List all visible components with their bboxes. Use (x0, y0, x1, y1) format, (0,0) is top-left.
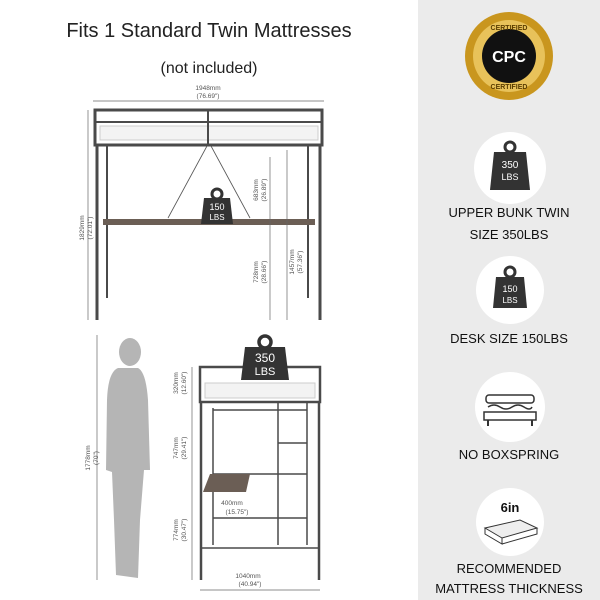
mattress-icon: 6in (476, 488, 544, 556)
svg-text:LBS: LBS (502, 296, 517, 305)
svg-text:(30.47"): (30.47") (181, 519, 188, 542)
weight-150-icon: 150 LBS (476, 256, 544, 324)
person-silhouette (106, 338, 150, 578)
svg-text:CERTIFIED: CERTIFIED (491, 25, 528, 32)
svg-text:1040mm: 1040mm (235, 573, 260, 580)
svg-text:(57.36"): (57.36") (297, 251, 304, 274)
bunk-weight-icon: 350 LBS (241, 334, 289, 380)
svg-text:(15.75"): (15.75") (226, 509, 249, 516)
svg-text:LBS: LBS (255, 366, 276, 378)
svg-text:683mm: 683mm (253, 179, 260, 201)
feature-line: RECOMMENDED (456, 561, 562, 576)
svg-text:(70"): (70") (93, 451, 100, 465)
boxspring-icon (475, 372, 545, 442)
svg-text:1778mm: 1778mm (85, 445, 92, 470)
svg-text:(28.66"): (28.66") (261, 261, 268, 284)
svg-text:320mm: 320mm (173, 372, 180, 394)
svg-text:CERTIFIED: CERTIFIED (491, 84, 528, 91)
svg-text:LBS: LBS (209, 213, 224, 222)
svg-text:(40.94"): (40.94") (239, 581, 262, 588)
svg-text:400mm: 400mm (221, 500, 243, 507)
feature-mattress: RECOMMENDED MATTRESS THICKNESS (418, 560, 600, 597)
svg-text:350: 350 (255, 351, 275, 365)
weight-350-icon: 350 LBS (474, 132, 546, 204)
svg-text:150: 150 (502, 284, 517, 294)
page-subtitle: (not included) (160, 60, 258, 77)
svg-text:1829mm: 1829mm (79, 215, 86, 240)
feature-upper-bunk: UPPER BUNK TWIN SIZE 350LBS (418, 204, 600, 243)
svg-text:(76.69"): (76.69") (197, 93, 220, 100)
cpc-certified-badge: CPC CERTIFIED CERTIFIED (465, 12, 553, 100)
svg-text:1948mm: 1948mm (195, 85, 220, 92)
desk-weight-icon: 150 LBS (201, 187, 233, 224)
svg-text:728mm: 728mm (253, 261, 260, 283)
svg-text:(72.01"): (72.01") (87, 217, 94, 240)
svg-text:150: 150 (209, 202, 224, 212)
svg-text:(29.41"): (29.41") (181, 437, 188, 460)
feature-no-boxspring: NO BOXSPRING (458, 447, 560, 462)
feature-line: SIZE 350LBS (469, 227, 549, 242)
feature-desk: DESK SIZE 150LBS (450, 331, 568, 346)
side-view (191, 365, 322, 591)
feature-line: UPPER BUNK TWIN (448, 205, 570, 220)
svg-text:350: 350 (502, 160, 519, 171)
svg-text:1457mm: 1457mm (289, 249, 296, 274)
svg-text:747mm: 747mm (173, 437, 180, 459)
svg-text:CPC: CPC (492, 49, 526, 66)
svg-text:LBS: LBS (501, 172, 518, 182)
svg-text:(26.89"): (26.89") (261, 179, 268, 202)
page-title: Fits 1 Standard Twin Mattresses (66, 20, 352, 42)
svg-text:774mm: 774mm (173, 519, 180, 541)
svg-text:(12.60"): (12.60") (181, 372, 188, 395)
svg-text:6in: 6in (501, 500, 520, 515)
feature-line: MATTRESS THICKNESS (435, 581, 583, 596)
